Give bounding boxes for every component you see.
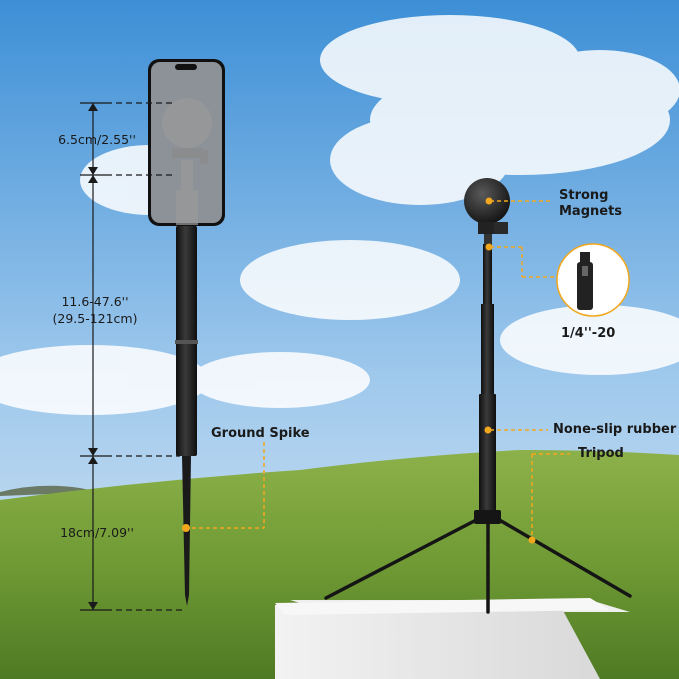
clouds <box>0 15 679 415</box>
dimension-middle-label-2: (29.5-121cm) <box>52 311 138 326</box>
left-pole-collar <box>175 340 198 344</box>
strong-magnets-label-1: Strong <box>559 188 609 203</box>
dimension-top-label: 6.5cm/2.55'' <box>58 132 136 147</box>
dimension-lines <box>80 102 186 611</box>
right-pole-mid <box>481 304 494 394</box>
tripod-label: Tripod <box>578 446 624 461</box>
tripod-hub <box>474 510 501 524</box>
tripod-legs <box>324 516 632 614</box>
right-callouts <box>490 200 570 540</box>
right-pole-grip <box>479 394 496 512</box>
dimension-bottom-label: 18cm/7.09'' <box>60 525 134 540</box>
ghost-magnet-mount <box>162 98 212 225</box>
strong-magnets-label-2: Magnets <box>559 204 623 219</box>
callout-dots <box>484 197 536 544</box>
stone-block <box>275 598 630 679</box>
rubber-label: None-slip rubber <box>553 422 677 437</box>
ground-spike-label: Ground Spike <box>211 426 310 441</box>
dimension-middle-label-1: 11.6-47.6'' <box>61 294 129 309</box>
distant-hill <box>0 485 100 496</box>
thread-zoom <box>556 243 630 317</box>
ground-spike-callout <box>182 442 265 532</box>
thread-label: 1/4''-20 <box>561 326 616 341</box>
right-pole-top <box>483 244 492 304</box>
